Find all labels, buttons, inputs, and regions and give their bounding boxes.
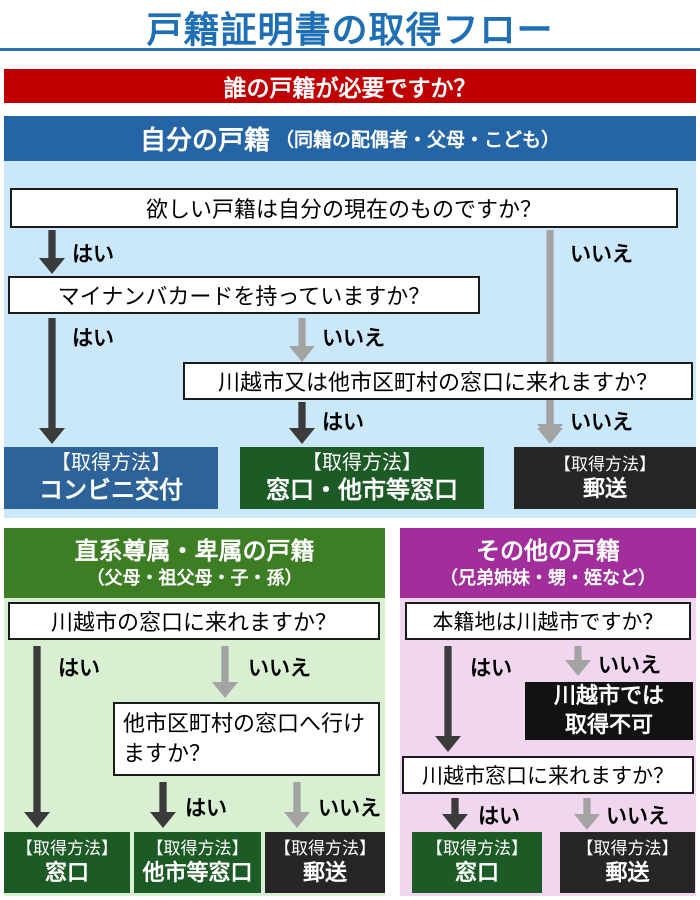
method-label: 【取得方法】 [426, 839, 528, 859]
section-own-header: 自分の戸籍 （同籍の配偶者・父母・こども） [4, 116, 696, 161]
no-label: いいえ [248, 657, 311, 680]
result-other-counter: 【取得方法】 他市等窓口 [134, 832, 261, 893]
result-counter: 【取得方法】 窓口 [4, 832, 130, 893]
no-label: いいえ [570, 243, 633, 266]
method-label: 【取得方法】 [146, 839, 249, 859]
result-counter: 【取得方法】 窓口・他市等窓口 [240, 447, 484, 509]
method-label: 【取得方法】 [576, 839, 679, 859]
question-honseki-kawagoe: 本籍地は川越市ですか？ [405, 602, 691, 640]
result-counter-text: 窓口 [44, 860, 89, 886]
question-kawagoe-counter-other: 川越市窓口に来れますか？ [402, 756, 694, 794]
method-label: 【取得方法】 [16, 839, 118, 859]
result-mail: 【取得方法】 郵送 [265, 832, 385, 893]
section-own-heading-note: （同籍の配偶者・父母・こども） [275, 130, 561, 151]
no-label: いいえ [570, 411, 633, 434]
result-mail-text: 郵送 [605, 860, 650, 886]
section-direct-heading: 直系尊属・卑属の戸籍 [74, 537, 315, 565]
method-label: 【取得方法】 [51, 451, 171, 474]
no-label: いいえ [322, 327, 385, 350]
question-kawagoe-counter: 川越市の窓口に来れますか？ [8, 602, 380, 640]
section-direct-header: 直系尊属・卑属の戸籍 （父母・祖父母・子・孫） [4, 528, 385, 598]
question-other-city-counter: 他市区町村の窓口へ行けますか？ [113, 702, 380, 776]
question-visit-counter: 川越市又は他市区町村の窓口に来れますか？ [183, 362, 693, 400]
result-mail-text: 郵送 [582, 475, 627, 501]
no-label: いいえ [598, 654, 661, 677]
yes-label: はい [470, 657, 512, 680]
section-other-header: その他の戸籍 （兄弟姉妹・甥・姪など） [400, 528, 696, 598]
not-available-box: 川越市では 取得不可 [525, 682, 693, 740]
result-counter-text: 窓口 [454, 860, 499, 886]
section-direct-heading-note: （父母・祖父母・子・孫） [86, 567, 303, 588]
question-mynumber-card: マイナンバカードを持っていますか？ [8, 276, 480, 314]
section-other-heading-note: （兄弟姉妹・甥・姪など） [440, 567, 656, 588]
method-label: 【取得方法】 [302, 451, 422, 474]
yes-label: はい [185, 797, 227, 820]
yes-label: はい [322, 411, 364, 434]
method-label: 【取得方法】 [274, 839, 376, 859]
not-available-line1: 川越市では [553, 683, 664, 709]
not-available-line2: 取得不可 [564, 712, 653, 737]
yes-label: はい [58, 657, 100, 680]
result-counter: 【取得方法】 窓口 [412, 832, 542, 893]
title-underline [0, 48, 700, 51]
yes-label: はい [72, 327, 114, 350]
result-conbini-text: コンビニ交付 [39, 476, 183, 504]
yes-label: はい [72, 243, 114, 266]
who-needs-banner: 誰の戸籍が必要ですか？ [4, 69, 696, 103]
question-own-current: 欲しい戸籍は自分の現在のものですか？ [10, 188, 678, 228]
page-title: 戸籍証明書の取得フロー [146, 9, 554, 50]
section-own-heading: 自分の戸籍 [139, 125, 270, 155]
result-counter-text: 窓口・他市等窓口 [266, 476, 458, 504]
method-label: 【取得方法】 [554, 454, 656, 474]
no-label: いいえ [606, 805, 669, 828]
section-other-heading: その他の戸籍 [476, 537, 620, 565]
result-other-counter-text: 他市等窓口 [142, 860, 253, 886]
yes-label: はい [478, 805, 520, 828]
result-conbini: 【取得方法】 コンビニ交付 [4, 447, 218, 509]
result-mail-text: 郵送 [302, 860, 347, 886]
result-mail: 【取得方法】 郵送 [514, 447, 696, 509]
result-mail: 【取得方法】 郵送 [560, 832, 695, 893]
no-label: いいえ [318, 797, 381, 820]
